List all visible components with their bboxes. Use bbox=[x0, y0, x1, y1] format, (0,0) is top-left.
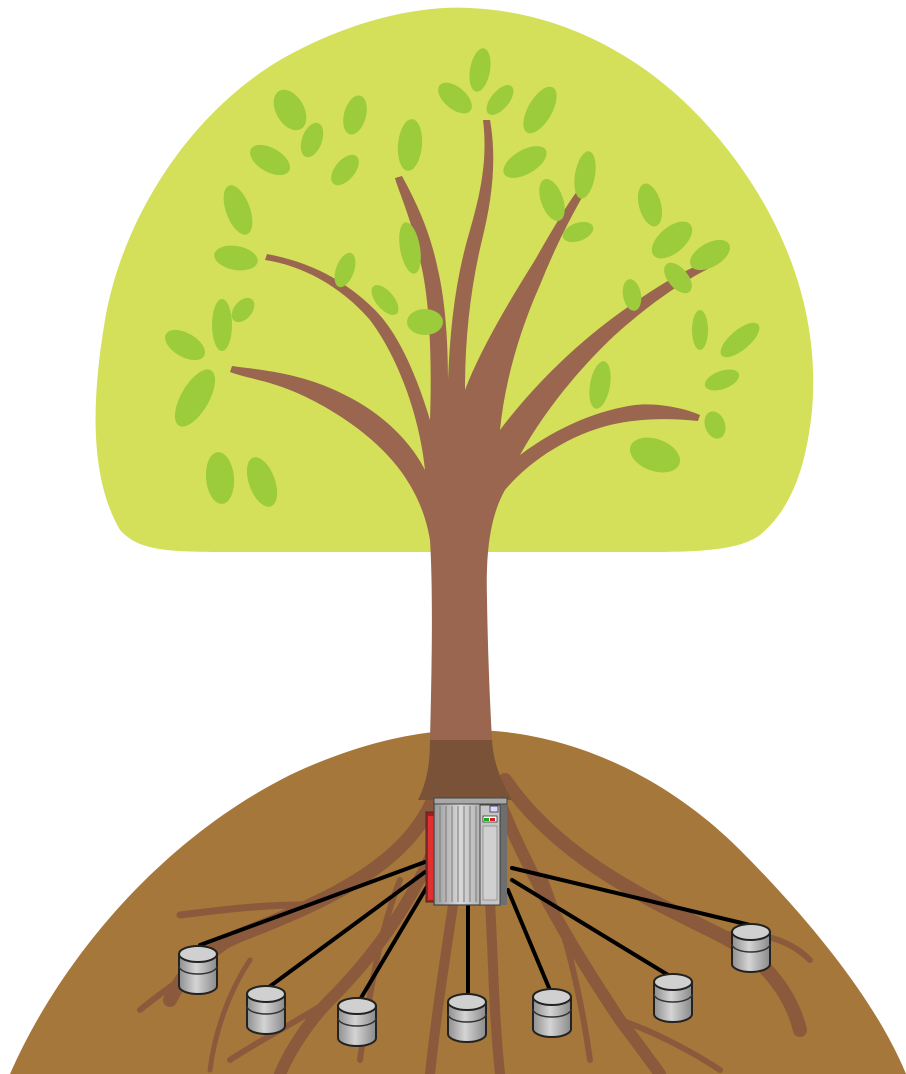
database-cylinder-icon bbox=[532, 988, 572, 1038]
cable-2 bbox=[263, 870, 427, 992]
database-cylinder-icon bbox=[178, 945, 218, 995]
mainframe-server-icon bbox=[425, 797, 508, 906]
network-cables bbox=[198, 860, 752, 1005]
tree-trunk bbox=[230, 120, 714, 800]
cable-3 bbox=[356, 883, 430, 1005]
cable-7 bbox=[510, 866, 752, 927]
database-cylinder-icon bbox=[731, 923, 771, 973]
database-cylinder-icon bbox=[447, 993, 487, 1043]
database-cylinder-icon bbox=[246, 985, 286, 1035]
cable-6 bbox=[510, 878, 675, 980]
storage-nodes bbox=[178, 923, 771, 1047]
cable-5 bbox=[506, 888, 554, 997]
database-cylinder-icon bbox=[653, 973, 693, 1023]
tree-leaves bbox=[165, 48, 760, 507]
database-cylinder-icon bbox=[337, 997, 377, 1047]
cable-1 bbox=[198, 860, 427, 947]
